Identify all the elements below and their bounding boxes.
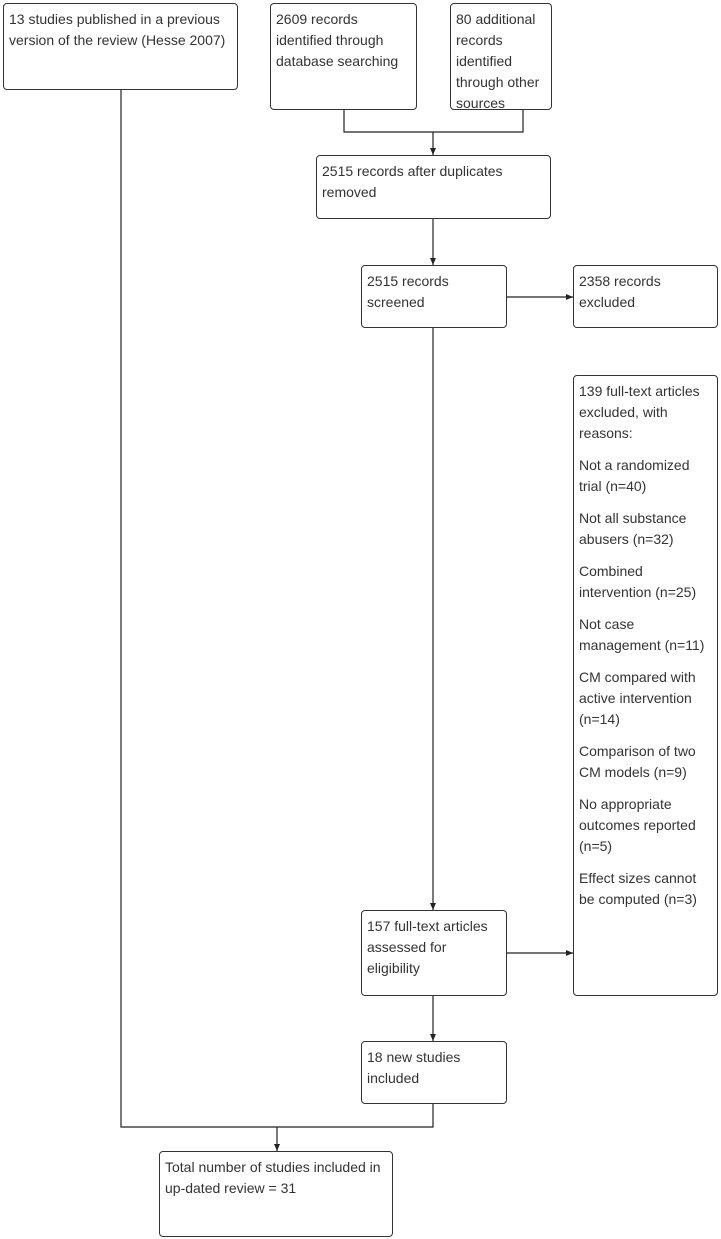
- fulltext-excluded-box: 139 full-text articles excluded, with re…: [573, 375, 718, 996]
- excluded-box: 2358 records excluded: [573, 265, 718, 328]
- exclusion-reason: Not all substance abusers (n=32): [579, 510, 687, 547]
- box-text: 2515 records screened: [367, 273, 449, 310]
- box-text: 2609 records identified through database…: [276, 11, 399, 69]
- other-sources-box: 80 additional records identified through…: [450, 3, 552, 111]
- exclusion-reason: No appropriate outcomes reported (n=5): [579, 796, 696, 854]
- screened-box: 2515 records screened: [361, 265, 507, 328]
- exclusion-reason: Effect sizes cannot be computed (n=3): [579, 870, 697, 907]
- box-text: Total number of studies included in up-d…: [165, 1159, 381, 1196]
- box-text: 18 new studies included: [367, 1049, 461, 1086]
- fulltext-excluded-heading: 139 full-text articles excluded, with re…: [579, 383, 700, 441]
- exclusion-reason: CM compared with active intervention (n=…: [579, 669, 696, 727]
- exclusion-reason: Not case management (n=11): [579, 616, 705, 653]
- after-duplicates-box: 2515 records after duplicates removed: [316, 155, 551, 219]
- box-text: 80 additional records identified through…: [456, 11, 540, 111]
- database-search-box: 2609 records identified through database…: [270, 3, 417, 110]
- fulltext-assessed-box: 157 full-text articles assessed for elig…: [361, 910, 507, 996]
- exclusion-reason: Comparison of two CM models (n=9): [579, 743, 696, 780]
- total-included-box: Total number of studies included in up-d…: [159, 1151, 393, 1237]
- box-text: 157 full-text articles assessed for elig…: [367, 918, 488, 976]
- exclusion-reason: Not a randomized trial (n=40): [579, 457, 690, 494]
- box-text: 2515 records after duplicates removed: [322, 163, 503, 200]
- box-text: 13 studies published in a previous versi…: [9, 11, 226, 48]
- exclusion-reason: Combined intervention (n=25): [579, 563, 697, 600]
- new-included-box: 18 new studies included: [361, 1041, 507, 1104]
- previous-review-box: 13 studies published in a previous versi…: [3, 3, 238, 90]
- box-text: 2358 records excluded: [579, 273, 661, 310]
